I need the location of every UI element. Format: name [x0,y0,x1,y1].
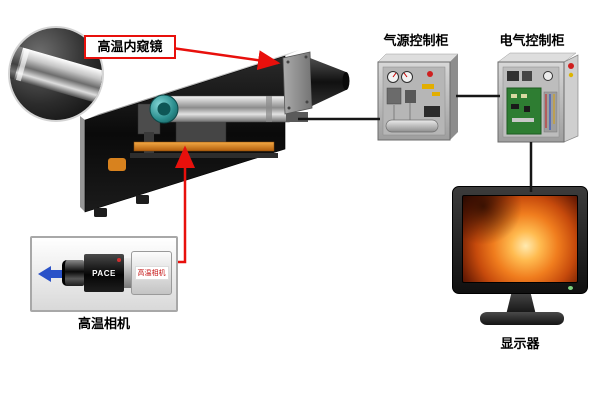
probe-nozzle [310,58,346,106]
red-indicator [427,71,433,77]
guide-rail [133,141,275,152]
yellow-valve [432,92,440,96]
electric-control-cabinet [497,52,579,143]
camera-caption: 高温相机 [77,316,130,331]
flange-bolt [286,60,290,64]
camera-lens [62,260,84,286]
regulator [386,87,402,105]
nozzle-tip [342,72,350,90]
cylinder-ring [266,96,272,122]
camera-collar [124,258,131,288]
device-foot [136,195,149,204]
interior-carriage [175,119,227,143]
yellow-indicator [568,72,574,78]
device-interior [108,94,293,171]
teal-endcap-hub [157,102,171,116]
cabinet-side-face [450,54,458,140]
pcb-connector [512,118,534,122]
device-top-face [85,50,299,120]
rail-base [130,153,278,158]
device-left-face [80,116,85,212]
monitor-stand [506,293,536,315]
device-assembly [80,50,350,217]
pcb-chip [511,94,517,98]
cabinet-top-face [497,52,577,63]
electric-cabinet-label: 电气控制柜 [499,33,565,48]
camera-body-label: 高温相机 [134,266,169,280]
pcb-chip [524,106,530,112]
device-output-end [282,51,350,122]
interior-motor [108,158,126,171]
endoscope-callout-label: 高温内窥镜 [84,35,176,59]
camera-body: PACE [84,254,124,292]
flange-bolt [287,106,291,110]
gauge-needle [392,72,397,78]
yellow-valve [422,84,434,89]
flange-bracket [286,112,308,122]
device-foot [94,208,107,217]
probe-cylinder [159,95,293,123]
pcb-chip [521,94,527,98]
air-cabinet-label: 气源控制柜 [383,33,449,48]
camera-inset: PACE 高温相机 [30,236,178,312]
monitor-power-led [568,286,573,290]
endoscope-label-text: 高温内窥镜 [97,39,163,55]
gauge-needle [403,72,408,78]
camera-brand: PACE [92,268,116,278]
meter-dial [543,71,553,81]
cabinet-top-face [377,53,459,63]
emergency-button [568,63,574,69]
air-tank [385,119,439,133]
mounting-flange [282,51,313,115]
monitor-screen-furnace-image [462,195,578,283]
flange-bolt [304,55,308,59]
regulator [405,90,416,103]
camera-rear-housing: 高温相机 [131,251,172,295]
breaker-block [522,71,532,81]
monitor [452,186,588,294]
pcb-chip [511,104,519,109]
air-control-cabinet [377,53,459,141]
breaker-block [507,71,519,81]
flange-bolt [305,100,309,104]
camera-direction-arrow-icon [38,266,62,282]
monitor-label: 显示器 [500,336,540,351]
monitor-base [480,312,564,325]
electronics-box [424,106,440,117]
